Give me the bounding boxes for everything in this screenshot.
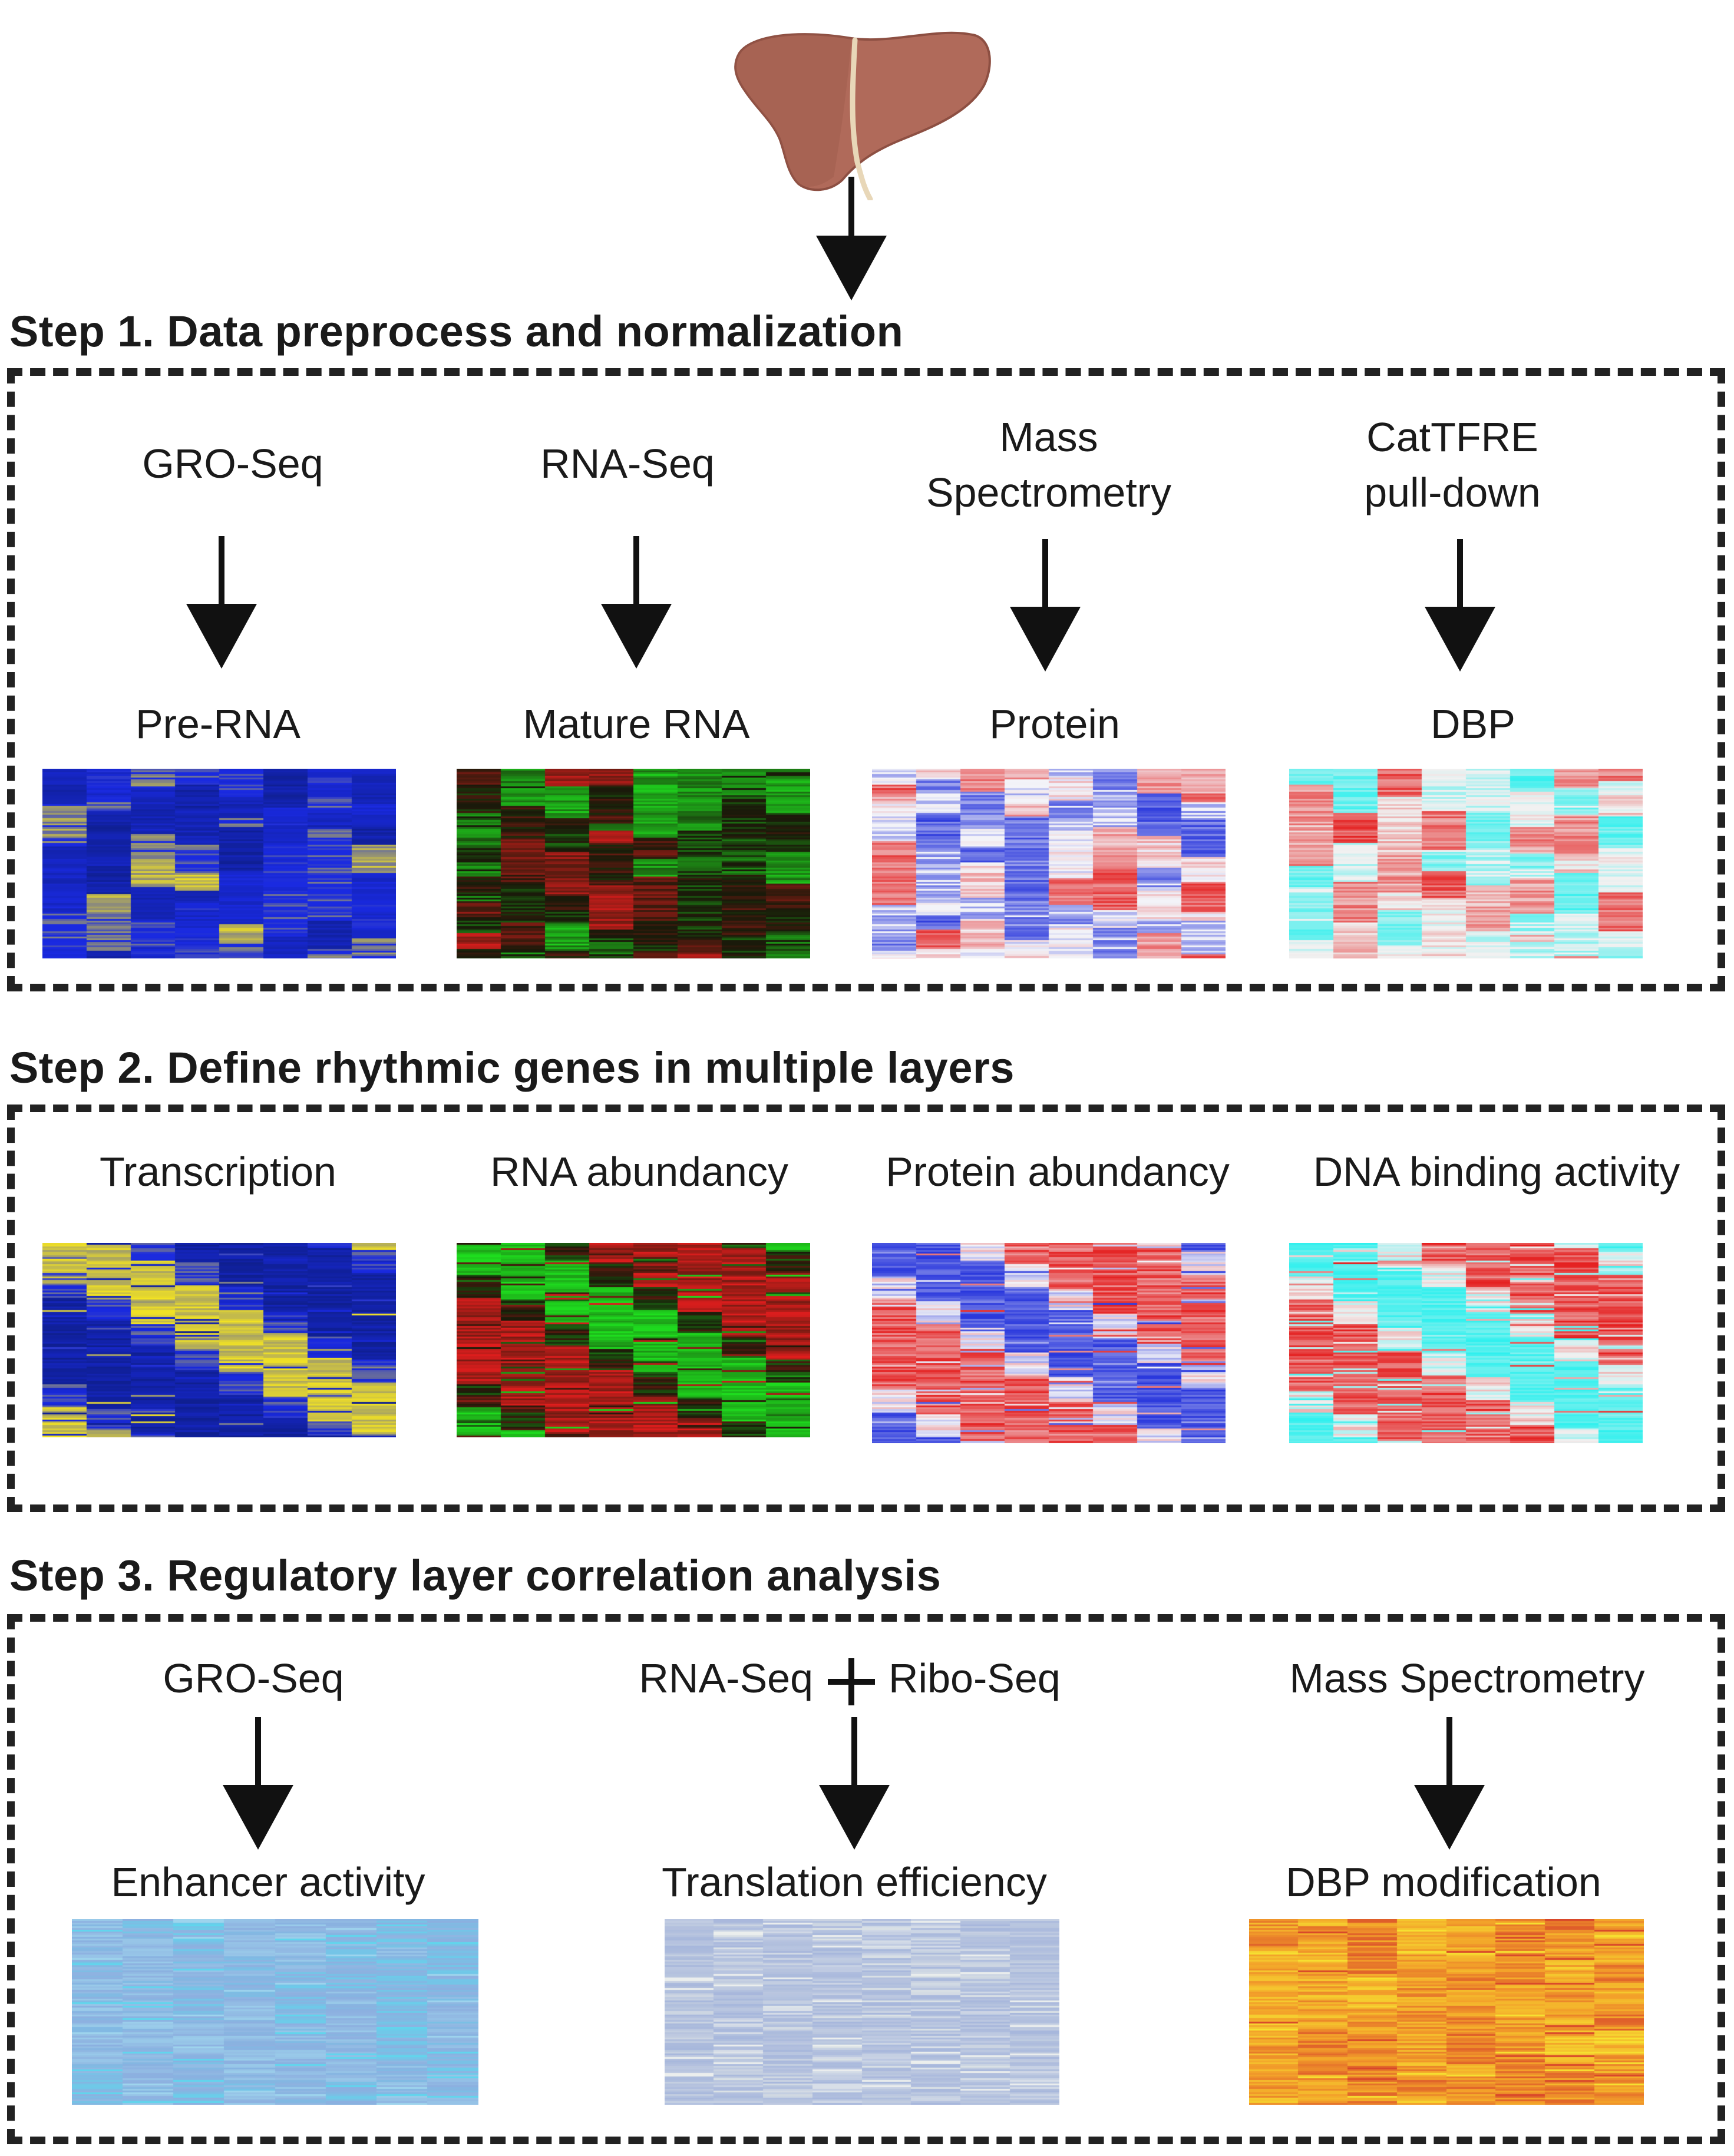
step1-output-protein: Protein	[989, 701, 1120, 747]
step2-title: Step 2. Define rhythmic genes in multipl…	[9, 1043, 1015, 1092]
step1-source-mass-spec: Mass Spectrometry	[926, 414, 1172, 515]
step2-label-rna-abundancy: RNA abundancy	[490, 1149, 788, 1195]
plus-icon	[828, 1658, 875, 1705]
heatmap-transcription	[42, 1243, 396, 1437]
step1-source-rna-seq: RNA-Seq	[540, 441, 715, 487]
heatmap-dna-binding	[1289, 1243, 1643, 1443]
liver-icon	[734, 31, 991, 200]
step1-source-cattfre: CatTFRE pull-down	[1364, 414, 1541, 515]
step3-source-rna-seq: RNA-Seq	[639, 1655, 813, 1701]
down-arrow-icon	[1414, 1717, 1485, 1850]
step2-label-protein-abundancy: Protein abundancy	[886, 1149, 1230, 1195]
step3-output-enhancer: Enhancer activity	[111, 1859, 425, 1905]
down-arrow-icon	[816, 177, 887, 300]
heatmap-pre-rna	[42, 769, 396, 958]
step2-label-transcription: Transcription	[100, 1149, 336, 1195]
down-arrow-icon	[601, 536, 672, 669]
liver-shape	[734, 31, 991, 191]
step3-output-dbp-modification: DBP modification	[1286, 1859, 1601, 1905]
step1-output-dbp: DBP	[1431, 701, 1515, 747]
step2-panel	[7, 1105, 1725, 1512]
step3-source-ribo-seq: Ribo-Seq	[889, 1655, 1061, 1701]
heatmap-rna-abundancy	[457, 1243, 810, 1437]
heatmap-mature-rna	[457, 769, 810, 958]
step3-source-mass-spec: Mass Spectrometry	[1289, 1655, 1645, 1701]
liver-ligament	[850, 37, 873, 200]
step1-title: Step 1. Data preprocess and normalizatio…	[9, 307, 904, 356]
heatmap-translation-efficiency	[665, 1919, 1059, 2105]
step1-panel	[7, 368, 1725, 991]
heatmap-dbp	[1289, 769, 1643, 958]
down-arrow-icon	[1010, 539, 1081, 672]
step1-output-mature-rna: Mature RNA	[523, 701, 750, 747]
step2-label-dna-binding: DNA binding activity	[1313, 1149, 1680, 1195]
step3-source-gro-seq: GRO-Seq	[163, 1655, 344, 1701]
heatmap-protein-abundancy	[872, 1243, 1226, 1443]
heatmap-dbp-modification	[1249, 1919, 1644, 2105]
step3-panel	[7, 1614, 1725, 2144]
down-arrow-icon	[1425, 539, 1495, 672]
step1-source-gro-seq: GRO-Seq	[142, 441, 323, 487]
down-arrow-icon	[223, 1717, 293, 1850]
liver-lobe-shading	[735, 34, 851, 187]
heatmap-enhancer-activity	[72, 1919, 478, 2105]
down-arrow-icon	[819, 1717, 890, 1850]
down-arrow-icon	[186, 536, 257, 669]
step1-output-pre-rna: Pre-RNA	[135, 701, 301, 747]
step3-title: Step 3. Regulatory layer correlation ana…	[9, 1551, 942, 1600]
step3-output-translation: Translation efficiency	[662, 1859, 1047, 1905]
heatmap-protein	[872, 769, 1226, 958]
